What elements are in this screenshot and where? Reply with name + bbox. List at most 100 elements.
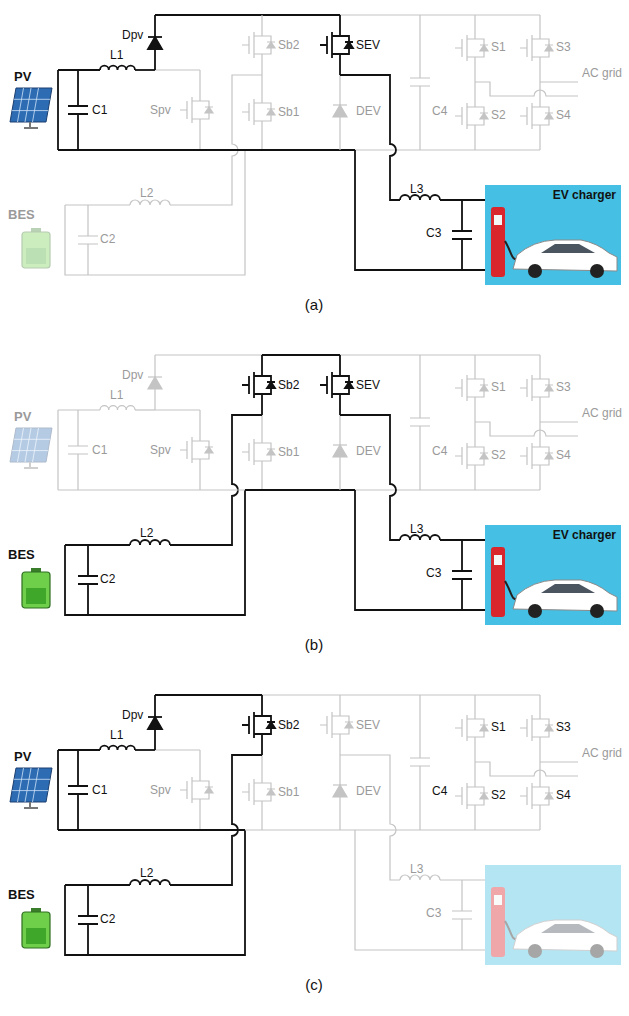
wire [540,761,578,762]
wire [135,749,155,751]
wire [355,829,540,830]
wire [340,755,400,880]
component-label: SEV [356,718,380,732]
component-label: C2 [100,912,115,926]
mosfet-symbol [520,102,553,130]
diode-symbol [333,785,347,797]
mosfet-symbol [545,793,553,799]
mosfet-symbol [320,711,353,739]
wire [355,150,485,270]
wire [57,410,58,490]
inductor-symbol [100,66,135,70]
component-label: S3 [556,380,571,394]
component-label: Spv [150,443,171,457]
component-label: S3 [556,40,571,54]
inductor-symbol [130,200,170,205]
component-label: Dpv [122,28,143,42]
mosfet-symbol [455,442,488,470]
mosfet-symbol [480,385,488,391]
capacitor-symbol [410,758,430,766]
mosfet-symbol [242,31,275,59]
component-label: Dpv [122,708,143,722]
component-label: DEV [356,784,381,798]
wire [58,149,245,151]
inductor-symbol [100,746,135,750]
component-label: AC grid [582,66,622,80]
component-label: L2 [140,526,153,540]
wire [65,204,130,205]
diode-symbol [148,376,162,377]
wire [65,830,245,955]
wire [475,762,578,776]
mosfet-symbol [455,782,488,810]
capacitor-symbol [68,446,88,454]
capacitor-symbol [452,911,472,919]
component-label: S1 [491,40,506,54]
ev-charger-box: EV charger [485,525,621,625]
wire [87,545,89,615]
component-label: Sb2 [278,378,299,392]
wire [245,829,355,830]
component-label: DEV [356,104,381,118]
mosfet-symbol [205,107,213,113]
wire [155,69,200,70]
capacitor-symbol [410,418,430,426]
inductor-symbol [130,880,170,885]
component-label: L3 [410,182,423,196]
mosfet-symbol [545,453,553,459]
wire [340,75,400,200]
mosfet-symbol [345,42,353,48]
wire [340,14,540,15]
mosfet-symbol [545,725,553,731]
component-label: C1 [92,783,107,797]
mosfet-symbol [480,453,488,459]
component-label: S2 [491,788,506,802]
component-label: Sb2 [278,718,299,732]
wire [355,149,540,150]
charger-background [485,185,621,285]
wire [65,544,130,546]
component-label: AC grid [582,746,622,760]
mosfet-symbol [320,31,353,59]
component-label: C3 [426,906,441,920]
capacitor-symbol [78,236,98,244]
diode-symbol [333,104,347,105]
component-label: PV [14,410,31,424]
mosfet-symbol [455,34,488,62]
wire [419,695,420,830]
wire [58,829,245,831]
diode-symbol [333,784,347,785]
component-label: C4 [432,444,447,458]
pv-panel-icon [10,88,52,128]
diode-symbol [148,717,162,729]
component-label: SEV [356,378,380,392]
wire [261,15,262,75]
mosfet-symbol [320,371,353,399]
wire [170,755,262,885]
mosfet-symbol [455,714,488,742]
wire [87,205,88,275]
charger-label: EV charger [485,525,621,542]
component-label: C1 [92,443,107,457]
wire [65,150,245,275]
mosfet-symbol [242,371,275,399]
mosfet-symbol [480,725,488,731]
diode-symbol [148,716,162,718]
mosfet-symbol [205,787,213,793]
wire [339,15,341,75]
wire [170,75,262,205]
mosfet-symbol [205,447,213,453]
panel-caption: (b) [305,636,323,654]
mosfet-symbol [267,109,275,115]
wire [65,884,130,886]
diode-symbol [333,445,347,457]
component-label: BES [8,548,35,562]
mosfet-symbol [520,374,553,402]
mosfet-symbol [545,45,553,51]
diode-symbol [148,37,162,49]
battery-icon [22,568,50,608]
mosfet-symbol [267,42,275,48]
wire [262,694,340,695]
